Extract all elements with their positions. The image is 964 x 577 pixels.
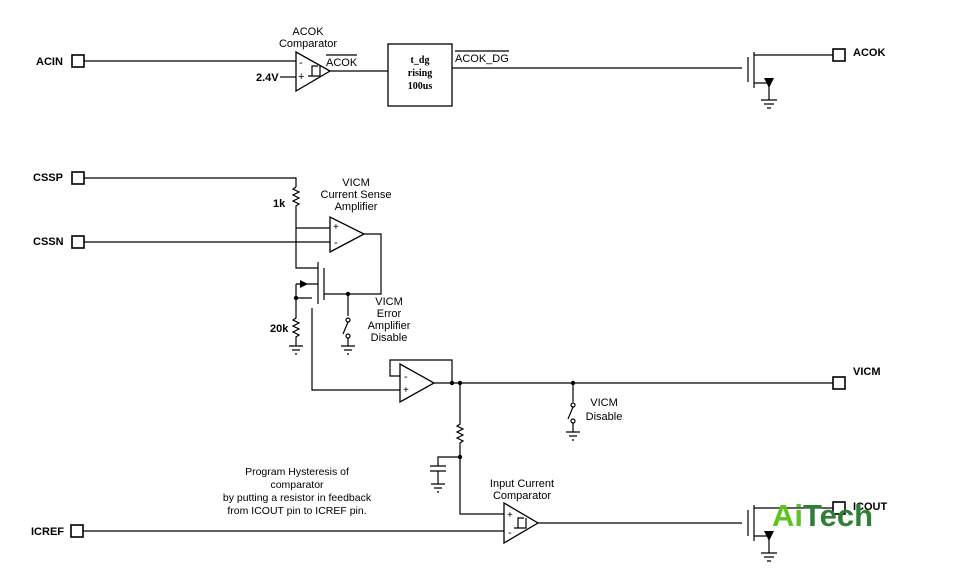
acok-section: ACIN 2.4V - + ACOK Comparator ACOK t_dg … — [36, 26, 885, 109]
icref-pin — [70, 524, 84, 538]
hysteresis-icon — [514, 517, 527, 529]
hysteresis-note-1: Program Hysteresis of — [245, 466, 349, 478]
acok-pin — [832, 48, 846, 62]
acok-comp-minus: - — [299, 57, 303, 69]
buffer-input-wire — [311, 308, 400, 391]
csa-plus: + — [333, 222, 339, 233]
hysteresis-note-2: comparator — [270, 479, 324, 491]
delay-line-3: 100us — [408, 81, 433, 92]
comp-plus-wire — [459, 457, 504, 515]
buffer-plus: + — [403, 385, 409, 396]
acok-comp-plus: + — [298, 71, 304, 83]
err-label-2: Error — [377, 308, 402, 320]
acok-ground-icon — [761, 99, 777, 109]
vicm-buffer-amplifier — [399, 362, 436, 404]
resistor-20k — [291, 298, 301, 346]
current-sense-amplifier — [329, 215, 366, 254]
vicm-label: VICM — [853, 366, 881, 378]
delay-line-2: rising — [408, 68, 432, 79]
resistor-1k-label: 1k — [273, 198, 286, 210]
icout-transistor — [747, 505, 833, 553]
acok-dg-label: ACOK_DG — [455, 53, 509, 65]
csa-output-wire — [324, 233, 382, 295]
err-label-4: Disable — [371, 332, 408, 344]
delay-block — [387, 43, 453, 107]
junction-dot — [449, 380, 455, 386]
ground-icon — [289, 345, 303, 355]
aitech-watermark-logo: AiTech — [772, 498, 874, 533]
input-current-comparator — [503, 501, 540, 545]
icc-label-2: Comparator — [493, 490, 551, 502]
acin-pin — [71, 54, 85, 68]
vicm-disable-label-2: Disable — [586, 411, 623, 423]
icc-label-1: Input Current — [490, 478, 554, 490]
cssp-pin — [71, 171, 85, 185]
reference-voltage-label: 2.4V — [256, 72, 279, 84]
err-label-3: Amplifier — [368, 320, 411, 332]
vicm-disable-switch — [567, 402, 576, 432]
csa-label-2: Current Sense — [321, 189, 392, 201]
icref-label: ICREF — [31, 526, 64, 538]
acin-label: ACIN — [36, 56, 63, 68]
divider-resistor — [455, 383, 465, 457]
delay-line-1: t_dg — [411, 55, 430, 66]
ground-icon — [341, 345, 355, 355]
capacitor-icon — [430, 465, 446, 484]
hysteresis-note-4: from ICOUT pin to ICREF pin. — [227, 505, 366, 517]
csa-minus: - — [334, 237, 338, 249]
resistor-20k-label: 20k — [270, 323, 289, 335]
buffer-minus: - — [404, 371, 408, 383]
sense-mosfet — [295, 262, 325, 304]
buffer-feedback-wire — [389, 359, 453, 383]
acok-comparator — [295, 50, 332, 93]
cssn-label: CSSN — [33, 236, 64, 248]
acok-signal-label: ACOK — [326, 57, 358, 69]
err-label-1: VICM — [375, 296, 403, 308]
cssn-pin — [71, 235, 85, 249]
vicm-section: CSSP 1k CSSN + - VICM Current Sense Ampl… — [33, 171, 881, 441]
ground-icon — [566, 431, 580, 441]
hysteresis-note-3: by putting a resistor in feedback — [223, 492, 372, 504]
icc-minus: - — [508, 527, 512, 539]
cssp-wire — [84, 177, 297, 187]
vicm-pin — [832, 376, 846, 390]
acok-comp-label-2: Comparator — [279, 38, 337, 50]
mosfet-drain-wire — [295, 228, 318, 269]
ground-icon — [431, 483, 445, 493]
cssp-label: CSSP — [33, 172, 63, 184]
icout-pin — [832, 501, 846, 515]
acok-label: ACOK — [853, 47, 885, 59]
acok-transistor — [747, 52, 833, 100]
cap-wire — [437, 456, 460, 466]
hysteresis-icon — [308, 65, 321, 77]
ground-icon — [761, 552, 777, 562]
csa-label-3: Amplifier — [335, 201, 378, 213]
error-amp-disable-switch — [342, 317, 351, 346]
csa-label-1: VICM — [342, 177, 370, 189]
icref-section: ICREF Program Hysteresis of comparator b… — [31, 383, 888, 562]
resistor-1k — [291, 186, 330, 229]
icc-plus: + — [507, 510, 513, 521]
icout-label: ICOUT — [853, 501, 888, 513]
acok-comp-label-1: ACOK — [292, 26, 324, 38]
vicm-disable-label-1: VICM — [590, 397, 618, 409]
